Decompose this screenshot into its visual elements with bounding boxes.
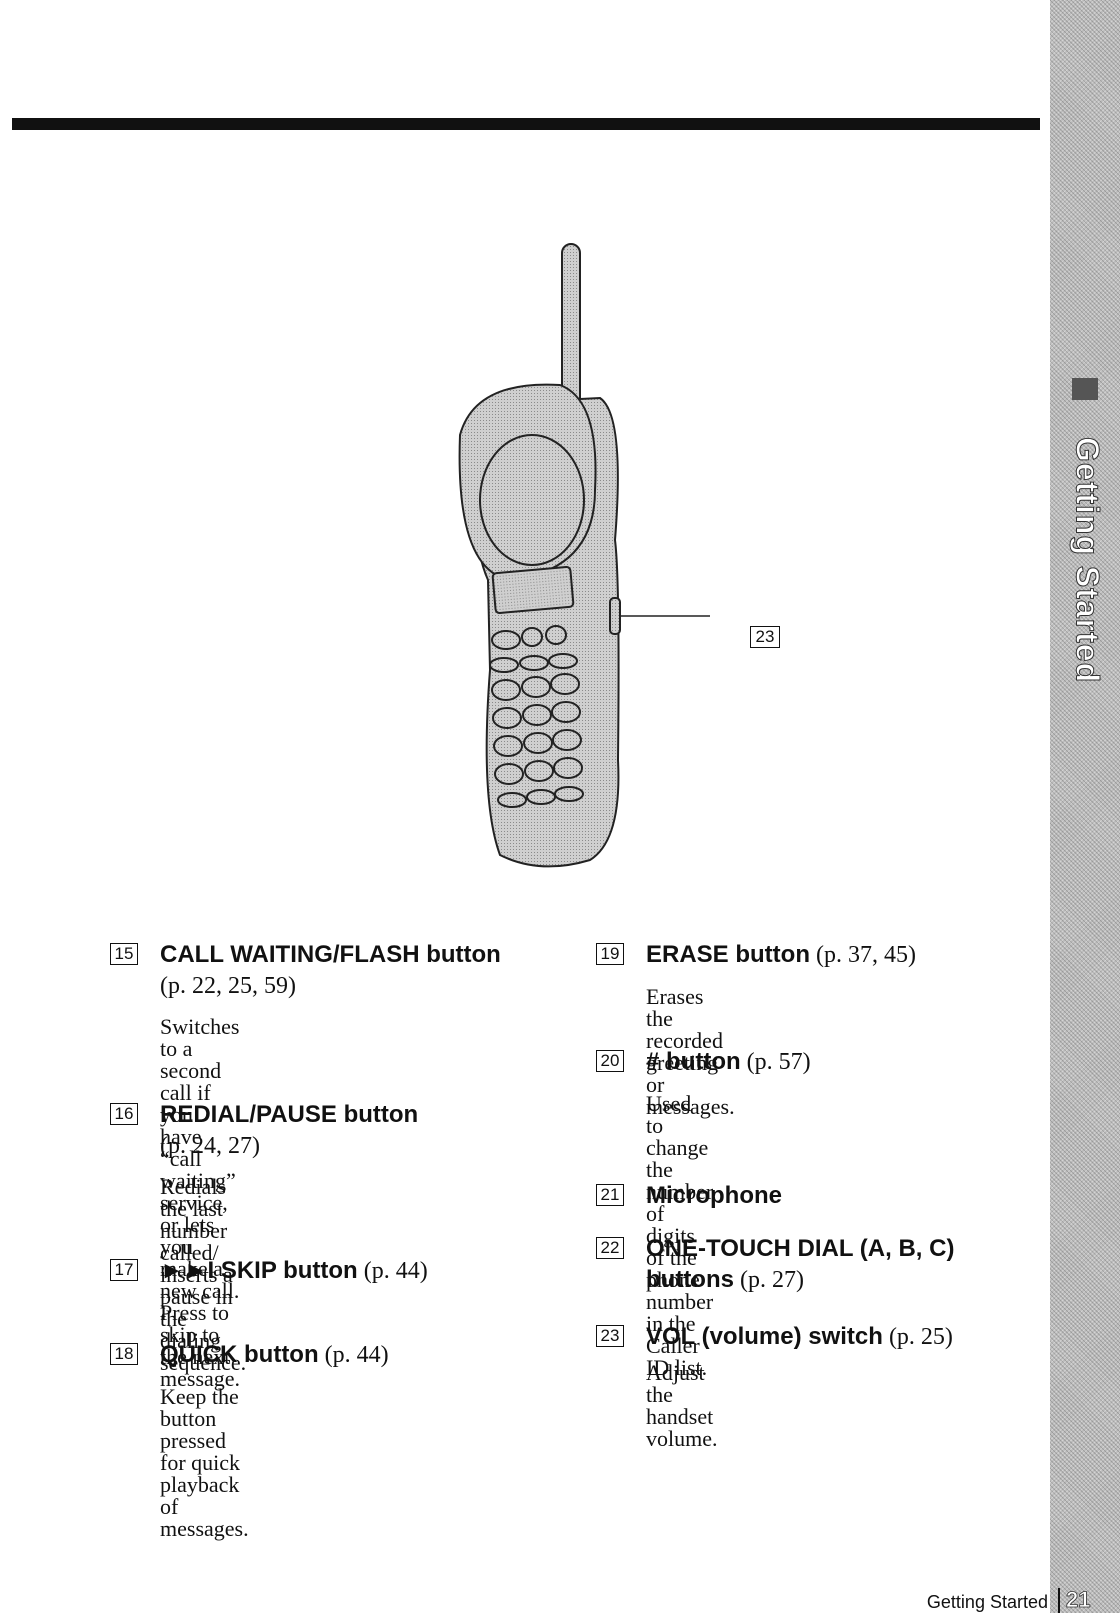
item-number: 21 bbox=[596, 1184, 624, 1206]
item-title: QUICK button bbox=[160, 1341, 319, 1368]
item-page-refs: (p. 25) bbox=[888, 1324, 953, 1350]
item-heading: ►►I SKIP button (p. 44) bbox=[160, 1256, 428, 1286]
item-title: CALL WAITING/FLASH button bbox=[160, 941, 501, 968]
item-page-refs: (p. 57) bbox=[746, 1049, 811, 1075]
earpiece-speaker bbox=[479, 434, 585, 566]
display-window bbox=[491, 566, 575, 614]
item-heading: REDIAL/PAUSE button bbox=[160, 1100, 418, 1130]
item-title: # button bbox=[646, 1048, 741, 1075]
item-description: Adjust the handset volume. bbox=[646, 1360, 718, 1451]
item-heading-line2: buttons (p. 27) bbox=[646, 1265, 804, 1295]
item-description: Switches to a second call if you have “c… bbox=[160, 1014, 240, 1303]
item-heading: QUICK button (p. 44) bbox=[160, 1340, 389, 1370]
handset-illustration bbox=[458, 243, 710, 868]
item-number: 17 bbox=[110, 1259, 138, 1281]
side-tab-label-box: Getting Started bbox=[1042, 400, 1120, 720]
item-heading: # button (p. 57) bbox=[646, 1047, 811, 1077]
item-number: 19 bbox=[596, 943, 624, 965]
item-number: 18 bbox=[110, 1343, 138, 1365]
item-number: 23 bbox=[596, 1325, 624, 1347]
item-title: ►►I SKIP button bbox=[160, 1257, 358, 1284]
callout-label-23: 23 bbox=[750, 626, 780, 648]
item-heading: CALL WAITING/FLASH button bbox=[160, 940, 501, 970]
item-description: Keep the button pressed for quick playba… bbox=[160, 1384, 249, 1541]
footer-section-label: Getting Started bbox=[926, 1592, 1048, 1612]
keypad bbox=[489, 625, 584, 808]
item-page-refs: (p. 37, 45) bbox=[815, 942, 916, 968]
item-page-refs: (p. 27) bbox=[739, 1267, 804, 1293]
item-description: Press to skip to the next message. bbox=[160, 1300, 241, 1391]
item-description: Erases the recorded greeting or messages… bbox=[646, 984, 735, 1119]
item-title: ERASE button bbox=[646, 941, 810, 968]
item-title: VOL (volume) switch bbox=[646, 1323, 883, 1350]
item-page-refs: (p. 44) bbox=[363, 1258, 428, 1284]
side-tab-marker bbox=[1072, 378, 1098, 400]
item-page-refs: (p. 22, 25, 59) bbox=[160, 973, 296, 999]
item-number: 22 bbox=[596, 1237, 624, 1259]
section-side-tab bbox=[1050, 0, 1120, 1613]
item-title: REDIAL/PAUSE button bbox=[160, 1101, 419, 1128]
item-heading: ERASE button (p. 37, 45) bbox=[646, 940, 916, 970]
item-number: 16 bbox=[110, 1103, 138, 1125]
item-description: Used to change the number of digits of t… bbox=[646, 1091, 714, 1380]
item-title: ONE-TOUCH DIAL (A, B, C) bbox=[646, 1235, 955, 1262]
item-title: Microphone bbox=[646, 1182, 782, 1209]
item-page-refs: (p. 24, 27) bbox=[160, 1133, 260, 1159]
item-heading: Microphone bbox=[646, 1181, 782, 1211]
item-heading: VOL (volume) switch (p. 25) bbox=[646, 1322, 953, 1352]
volume-switch bbox=[609, 597, 621, 635]
item-description: Redials the last number called/ inserts … bbox=[160, 1174, 247, 1375]
header-rule bbox=[12, 118, 1040, 130]
item-number: 15 bbox=[110, 943, 138, 965]
side-tab-label: Getting Started bbox=[1069, 436, 1106, 684]
page-number: 21 bbox=[1058, 1587, 1120, 1613]
item-page-refs: (p. 44) bbox=[324, 1342, 389, 1368]
item-title-cont: buttons bbox=[646, 1266, 734, 1293]
item-heading: ONE-TOUCH DIAL (A, B, C) bbox=[646, 1234, 954, 1264]
item-number: 20 bbox=[596, 1050, 624, 1072]
